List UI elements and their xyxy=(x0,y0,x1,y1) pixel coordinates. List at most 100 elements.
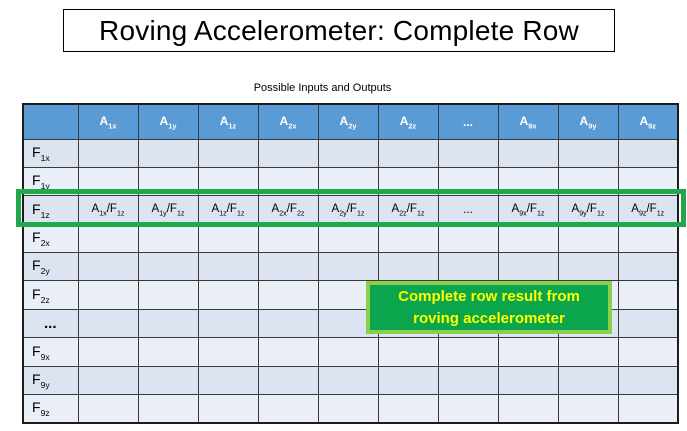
column-header: A1z xyxy=(197,103,259,140)
table-row: F2y xyxy=(22,252,679,282)
row-header: F2z xyxy=(22,280,79,310)
table-cell xyxy=(317,365,379,396)
table-cell xyxy=(257,223,319,254)
table-cell xyxy=(497,337,559,367)
table-cell: ... xyxy=(437,195,499,225)
table-cell: A1z/F1z xyxy=(197,195,259,225)
table-cell xyxy=(77,138,139,168)
row-header: F9x xyxy=(22,337,79,367)
table-cell: A1y/F1z xyxy=(137,195,199,225)
table-cell xyxy=(617,252,679,282)
table-cell xyxy=(137,138,199,168)
table-cell xyxy=(257,337,319,367)
table-cell xyxy=(557,138,619,168)
table-cell xyxy=(137,252,199,282)
table-cell xyxy=(317,138,379,168)
column-header: A1y xyxy=(137,103,199,140)
table-cell xyxy=(437,337,499,367)
table-cell: A9y/F1z xyxy=(557,195,619,225)
table-cell xyxy=(437,252,499,282)
column-header: ... xyxy=(437,103,499,140)
table-cell xyxy=(317,394,379,424)
table-cell xyxy=(617,166,679,197)
table-cell xyxy=(377,252,439,282)
table-cell xyxy=(317,166,379,197)
row-header: F9z xyxy=(22,394,79,424)
table-cell xyxy=(617,138,679,168)
table-cell xyxy=(437,138,499,168)
row-header: ... xyxy=(22,308,79,339)
column-header: A9y xyxy=(557,103,619,140)
table-cell xyxy=(557,394,619,424)
table-cell xyxy=(497,365,559,396)
table-cell: A2y/F1z xyxy=(317,195,379,225)
row-header: F1x xyxy=(22,138,79,168)
table-cell xyxy=(137,337,199,367)
table-cell xyxy=(377,223,439,254)
table-cell xyxy=(437,166,499,197)
table-cell xyxy=(617,365,679,396)
table-cell xyxy=(377,394,439,424)
column-header: A9z xyxy=(617,103,679,140)
table-row: F2x xyxy=(22,223,679,254)
table-cell: A2x/F2z xyxy=(257,195,319,225)
table-cell xyxy=(197,252,259,282)
table-cell xyxy=(197,308,259,339)
column-header: A9x xyxy=(497,103,559,140)
table-cell xyxy=(437,365,499,396)
column-header: A2z xyxy=(377,103,439,140)
slide-title-box: Roving Accelerometer: Complete Row xyxy=(63,9,615,52)
table-cell xyxy=(197,138,259,168)
column-header: A1x xyxy=(77,103,139,140)
table-cell xyxy=(137,280,199,310)
table-cell xyxy=(77,394,139,424)
table-cell xyxy=(77,337,139,367)
table-cell xyxy=(197,166,259,197)
table-cell xyxy=(77,166,139,197)
table-cell xyxy=(257,166,319,197)
table-cell xyxy=(77,223,139,254)
table-cell xyxy=(317,252,379,282)
slide-title: Roving Accelerometer: Complete Row xyxy=(99,14,579,46)
table-row: F1x xyxy=(22,138,679,168)
table-cell xyxy=(257,394,319,424)
row-header: F1z xyxy=(22,195,79,225)
table-cell xyxy=(197,365,259,396)
table-cell xyxy=(257,308,319,339)
table-cell xyxy=(77,365,139,396)
row-header: F9y xyxy=(22,365,79,396)
table-row: F1y xyxy=(22,166,679,197)
table-cell xyxy=(377,138,439,168)
table-row: F9y xyxy=(22,365,679,396)
table-cell xyxy=(617,308,679,339)
column-header: A2y xyxy=(317,103,379,140)
table-cell xyxy=(377,365,439,396)
callout-text: Complete row result from roving accelero… xyxy=(398,287,580,327)
table-cell xyxy=(257,280,319,310)
table-cell xyxy=(617,280,679,310)
table-cell xyxy=(377,166,439,197)
table-cell xyxy=(77,252,139,282)
row-header: F2x xyxy=(22,223,79,254)
table-cell: A9z/F1z xyxy=(617,195,679,225)
table-cell xyxy=(617,223,679,254)
table-cell xyxy=(317,223,379,254)
table-cell xyxy=(77,280,139,310)
table-cell xyxy=(257,252,319,282)
corner-header-cell xyxy=(22,103,79,140)
table-cell xyxy=(77,308,139,339)
table-cell xyxy=(257,365,319,396)
table-cell xyxy=(557,252,619,282)
table-cell xyxy=(317,337,379,367)
table-cell xyxy=(137,223,199,254)
table-cell xyxy=(137,166,199,197)
table-cell xyxy=(137,308,199,339)
table-cell: A2z/F1z xyxy=(377,195,439,225)
table-cell xyxy=(497,252,559,282)
table-cell xyxy=(197,223,259,254)
table-cell xyxy=(197,394,259,424)
table-cell xyxy=(437,394,499,424)
